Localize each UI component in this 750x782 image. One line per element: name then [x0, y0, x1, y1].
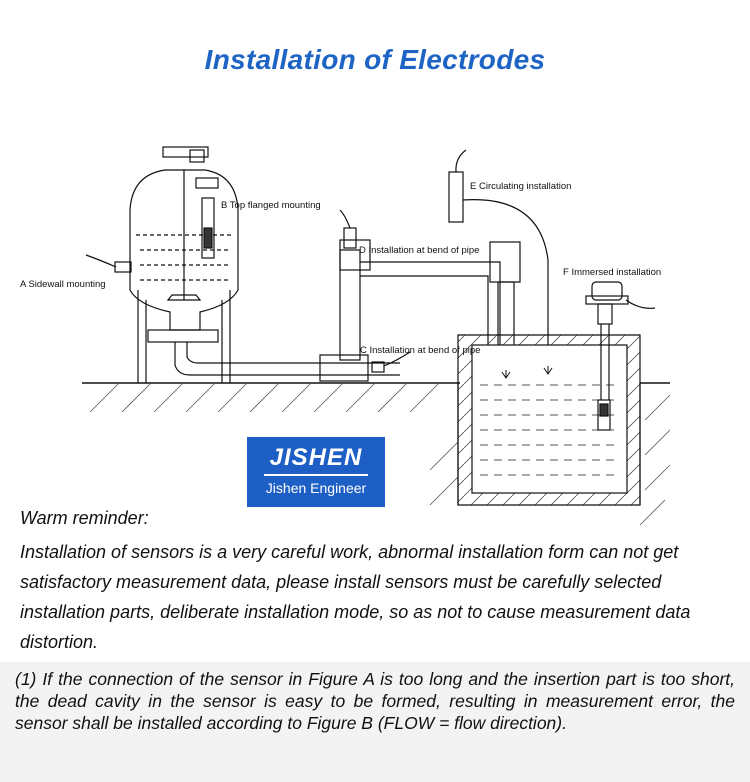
logo-divider	[264, 474, 368, 476]
logo-text: Jishen Engineer	[265, 480, 367, 496]
label-circulating-installation: E Circulating installation	[470, 181, 571, 192]
note-text: (1) If the connection of the sensor in F…	[15, 669, 735, 733]
process-tank	[85, 146, 239, 383]
logo-mark: JISHEN	[269, 444, 363, 471]
basin	[457, 334, 641, 506]
electrode-installation-diagram: A Sidewall mounting B Top flanged mounti…	[20, 146, 671, 526]
label-top-flanged-mounting: B Top flanged mounting	[221, 200, 321, 211]
warm-reminder: Warm reminder: Installation of sensors i…	[20, 505, 720, 657]
label-bend-of-pipe-c: C Installation at bend of pipe	[360, 345, 480, 356]
reminder-heading: Warm reminder:	[20, 508, 149, 528]
page-title: Installation of Electrodes	[204, 44, 546, 75]
jishen-logo: JISHEN Jishen Engineer	[247, 437, 385, 507]
label-sidewall-mounting: A Sidewall mounting	[20, 279, 106, 290]
label-immersed-installation: F Immersed installation	[563, 267, 661, 278]
label-bend-of-pipe-d: D Installation at bend of pipe	[359, 245, 479, 256]
immersed-sensor	[585, 281, 656, 431]
reminder-body: Installation of sensors is a very carefu…	[20, 542, 691, 652]
note-panel	[0, 662, 750, 782]
